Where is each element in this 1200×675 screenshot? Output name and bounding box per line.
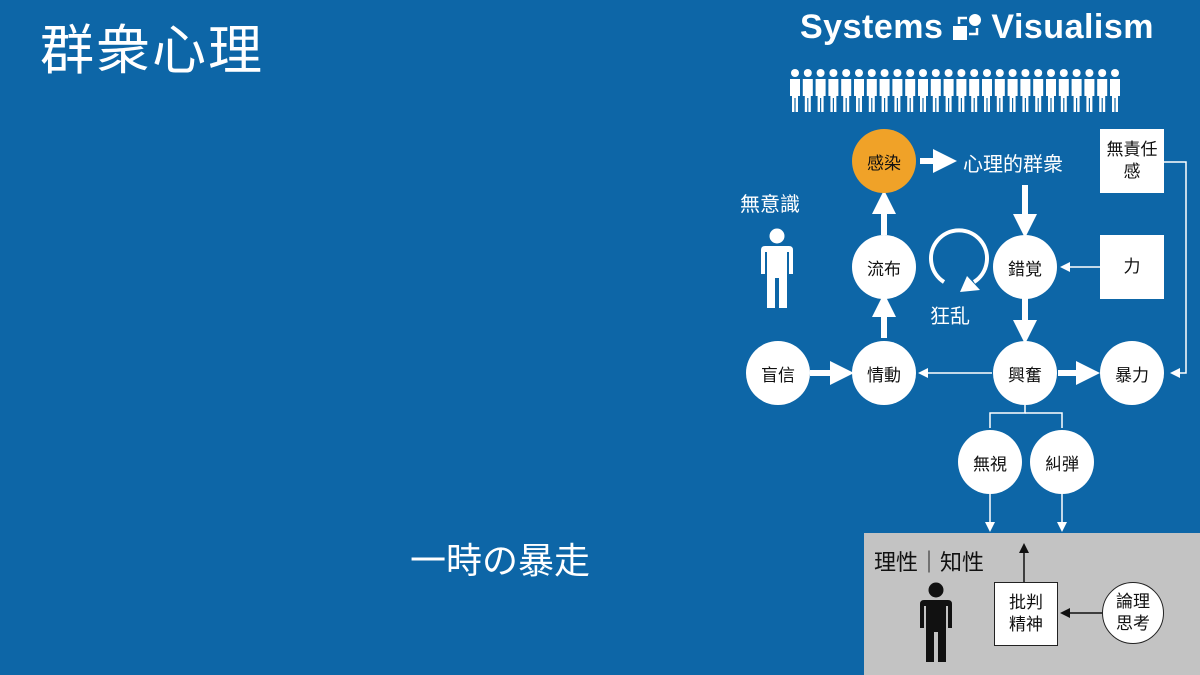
crowd-person-icon xyxy=(1071,69,1082,112)
crowd-person-icon xyxy=(994,69,1005,112)
node-risei-chisei: 理性｜知性 xyxy=(874,551,985,576)
crowd-person-icon xyxy=(1046,69,1056,112)
node-kyudan: 糾弾 xyxy=(1030,430,1094,494)
systems-logo-icon xyxy=(953,13,982,40)
crowd-person-icon xyxy=(828,69,839,112)
node-jodo: 情動 xyxy=(852,341,916,405)
crowd-person-icon xyxy=(1007,69,1018,112)
crowd-person-icon xyxy=(802,69,813,112)
crowd-person-icon xyxy=(866,69,877,112)
brand-right: Visualism xyxy=(991,8,1155,46)
crowd-person-icon xyxy=(918,69,928,112)
node-ronri-shiko-label: 論理思考 xyxy=(1116,591,1150,634)
crowd-person-icon xyxy=(1097,69,1108,112)
node-sakkaku: 錯覚 xyxy=(993,235,1057,299)
crowd-person-icon xyxy=(879,69,890,112)
node-chikara: 力 xyxy=(1100,235,1164,299)
crowd-icon xyxy=(790,69,1120,112)
crowd-person-icon xyxy=(815,69,826,112)
crowd-person-icon xyxy=(854,69,864,112)
node-kansen: 感染 xyxy=(852,129,916,193)
node-hihan-seishin: 批判精神 xyxy=(994,582,1058,646)
crowd-person-icon xyxy=(1058,69,1069,112)
crowd-person-icon xyxy=(841,69,852,112)
person-icon-rational xyxy=(920,582,952,662)
node-shinriteki-gunshu: 心理的群衆 xyxy=(963,152,1063,176)
node-musekinin: 無責任感 xyxy=(1100,129,1164,193)
crowd-person-icon xyxy=(969,69,980,112)
node-kyoran: 狂乱 xyxy=(930,304,970,328)
node-rufu: 流布 xyxy=(852,235,916,299)
brand-logo: Systems Visualism xyxy=(800,8,1154,47)
node-kofun: 興奮 xyxy=(993,341,1057,405)
page-title: 群衆心理 xyxy=(40,19,264,82)
crowd-person-icon xyxy=(790,69,800,112)
crowd-person-icon xyxy=(1033,69,1044,112)
crowd-person-icon xyxy=(930,69,941,112)
crowd-person-icon xyxy=(905,69,916,112)
crowd-person-icon xyxy=(1084,69,1095,112)
node-boryoku: 暴力 xyxy=(1100,341,1164,405)
node-hihan-seishin-label: 批判精神 xyxy=(1009,592,1043,635)
node-ronri-shiko: 論理思考 xyxy=(1102,582,1164,644)
crowd-person-icon xyxy=(892,69,903,112)
crowd-person-icon xyxy=(956,69,967,112)
node-moshin: 盲信 xyxy=(746,341,810,405)
brand-left: Systems xyxy=(800,8,944,46)
crowd-person-icon xyxy=(982,69,992,112)
crowd-person-icon xyxy=(943,69,954,112)
person-icon-unconscious xyxy=(761,228,793,308)
crowd-person-icon xyxy=(1020,69,1031,112)
node-musekinin-label: 無責任感 xyxy=(1106,139,1158,182)
node-mushi: 無視 xyxy=(958,430,1022,494)
node-muishiki: 無意識 xyxy=(740,192,800,216)
subtitle: 一時の暴走 xyxy=(410,541,591,582)
crowd-person-icon xyxy=(1110,69,1120,112)
